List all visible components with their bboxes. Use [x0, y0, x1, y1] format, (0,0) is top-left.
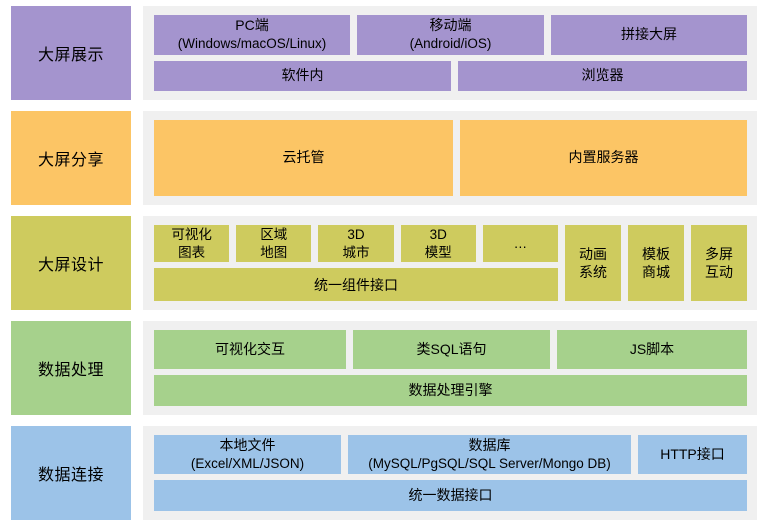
display-node-pc-line1: PC端 [235, 17, 269, 34]
layer-processing: 数据处理 可视化交互 类SQL语句 JS脚本 数据处理引擎 [0, 321, 764, 415]
display-node-videowall[interactable]: 拼接大屏 [551, 15, 747, 55]
processing-bottom-row: 数据处理引擎 [154, 375, 747, 406]
display-node-pc-line2: (Windows/macOS/Linux) [177, 36, 327, 52]
layer-connection: 数据连接 本地文件 (Excel/XML/JSON) 数据库 (MySQL/Pg… [0, 426, 764, 520]
layer-display: 大屏展示 PC端 (Windows/macOS/Linux) 移动端 (Andr… [0, 6, 764, 100]
design-node-3d-city[interactable]: 3D 城市 [318, 225, 394, 262]
processing-node-visual-interaction[interactable]: 可视化交互 [154, 330, 346, 369]
connection-node-local-file[interactable]: 本地文件 (Excel/XML/JSON) [154, 435, 341, 474]
display-top-row: PC端 (Windows/macOS/Linux) 移动端 (Android/i… [154, 15, 747, 55]
design-components-row: 可视化 图表 区域 地图 3D 城市 [154, 225, 559, 262]
layer-panel-processing: 可视化交互 类SQL语句 JS脚本 数据处理引擎 [143, 321, 757, 415]
display-node-videowall-line1: 拼接大屏 [621, 26, 677, 43]
display-node-browser[interactable]: 浏览器 [458, 61, 747, 91]
share-node-builtin-server[interactable]: 内置服务器 [460, 120, 747, 196]
display-node-in-software[interactable]: 软件内 [154, 61, 451, 91]
design-node-region-map-line2: 地图 [260, 244, 288, 260]
connection-unified-data-interface-label: 统一数据接口 [408, 486, 493, 503]
connection-top-row: 本地文件 (Excel/XML/JSON) 数据库 (MySQL/PgSQL/S… [154, 435, 747, 474]
design-node-3d-city-line2: 城市 [342, 244, 370, 260]
design-node-multiscreen-interaction-line2: 互动 [705, 264, 733, 280]
design-node-3d-model-line1: 3D [429, 227, 447, 243]
display-bottom-row: 软件内 浏览器 [154, 61, 747, 91]
connection-node-database-line2: (MySQL/PgSQL/SQL Server/Mongo DB) [368, 455, 611, 471]
share-node-cloud-hosting-label: 云托管 [282, 149, 325, 166]
layer-panel-display: PC端 (Windows/macOS/Linux) 移动端 (Android/i… [143, 6, 757, 100]
design-node-visual-chart[interactable]: 可视化 图表 [154, 225, 230, 262]
processing-node-sql-like-label: 类SQL语句 [416, 340, 487, 357]
connection-node-local-file-line2: (Excel/XML/JSON) [190, 455, 305, 471]
design-node-3d-model[interactable]: 3D 模型 [400, 225, 476, 262]
display-node-browser-label: 浏览器 [581, 67, 624, 84]
processing-node-js-script[interactable]: JS脚本 [557, 330, 747, 369]
design-unified-component-interface[interactable]: 统一组件接口 [154, 268, 558, 301]
design-node-3d-city-line1: 3D [347, 227, 365, 243]
display-node-mobile-line2: (Android/iOS) [409, 36, 492, 52]
connection-unified-data-interface[interactable]: 统一数据接口 [154, 480, 747, 511]
connection-node-http-interface[interactable]: HTTP接口 [638, 435, 747, 474]
design-node-more[interactable]: … [482, 225, 559, 262]
design-node-visual-chart-line2: 图表 [178, 244, 206, 260]
design-node-template-market-line2: 商城 [642, 264, 670, 280]
design-node-3d-model-line2: 模型 [424, 244, 452, 260]
connection-node-http-interface-label: HTTP接口 [660, 445, 725, 462]
display-node-pc[interactable]: PC端 (Windows/macOS/Linux) [154, 15, 350, 55]
design-components-group: 可视化 图表 区域 地图 3D 城市 [154, 225, 559, 301]
layer-label-processing: 数据处理 [11, 321, 131, 415]
layer-panel-connection: 本地文件 (Excel/XML/JSON) 数据库 (MySQL/PgSQL/S… [143, 426, 757, 520]
design-node-animation-system-line1: 动画 [579, 245, 607, 262]
layer-panel-share: 云托管 内置服务器 [143, 111, 757, 205]
layer-label-design: 大屏设计 [11, 216, 131, 310]
design-node-more-label: … [513, 235, 528, 251]
connection-node-local-file-line1: 本地文件 [219, 436, 276, 453]
processing-top-row: 可视化交互 类SQL语句 JS脚本 [154, 330, 747, 369]
share-row: 云托管 内置服务器 [154, 120, 747, 196]
processing-engine-bar-label: 数据处理引擎 [408, 381, 493, 398]
display-node-mobile[interactable]: 移动端 (Android/iOS) [357, 15, 544, 55]
processing-node-visual-interaction-label: 可视化交互 [215, 340, 285, 357]
share-node-cloud-hosting[interactable]: 云托管 [154, 120, 453, 196]
design-node-animation-system-line2: 系统 [579, 264, 607, 280]
design-node-region-map[interactable]: 区域 地图 [236, 225, 312, 262]
design-node-multiscreen-interaction-line1: 多屏 [705, 245, 733, 262]
layer-label-display: 大屏展示 [11, 6, 131, 100]
design-unified-component-interface-label: 统一组件接口 [314, 276, 398, 293]
display-node-in-software-label: 软件内 [281, 67, 324, 84]
processing-node-js-script-label: JS脚本 [629, 340, 675, 357]
share-node-builtin-server-label: 内置服务器 [568, 149, 639, 166]
design-node-multiscreen-interaction[interactable]: 多屏 互动 [691, 225, 747, 301]
connection-node-database-line1: 数据库 [468, 436, 511, 453]
design-node-visual-chart-line1: 可视化 [171, 227, 212, 243]
design-node-region-map-line1: 区域 [260, 227, 288, 243]
layer-panel-design: 可视化 图表 区域 地图 3D 城市 [143, 216, 757, 310]
design-node-animation-system[interactable]: 动画 系统 [565, 225, 621, 301]
processing-engine-bar[interactable]: 数据处理引擎 [154, 375, 747, 406]
connection-node-database[interactable]: 数据库 (MySQL/PgSQL/SQL Server/Mongo DB) [348, 435, 631, 474]
design-node-template-market[interactable]: 模板 商城 [628, 225, 684, 301]
layer-label-connection: 数据连接 [11, 426, 131, 520]
design-node-template-market-line1: 模板 [642, 245, 670, 262]
processing-node-sql-like[interactable]: 类SQL语句 [353, 330, 550, 369]
layer-label-share: 大屏分享 [11, 111, 131, 205]
layer-share: 大屏分享 云托管 内置服务器 [0, 111, 764, 205]
connection-bottom-row: 统一数据接口 [154, 480, 747, 511]
display-node-mobile-line1: 移动端 [429, 17, 472, 34]
layer-design: 大屏设计 可视化 图表 区域 地图 [0, 216, 764, 310]
